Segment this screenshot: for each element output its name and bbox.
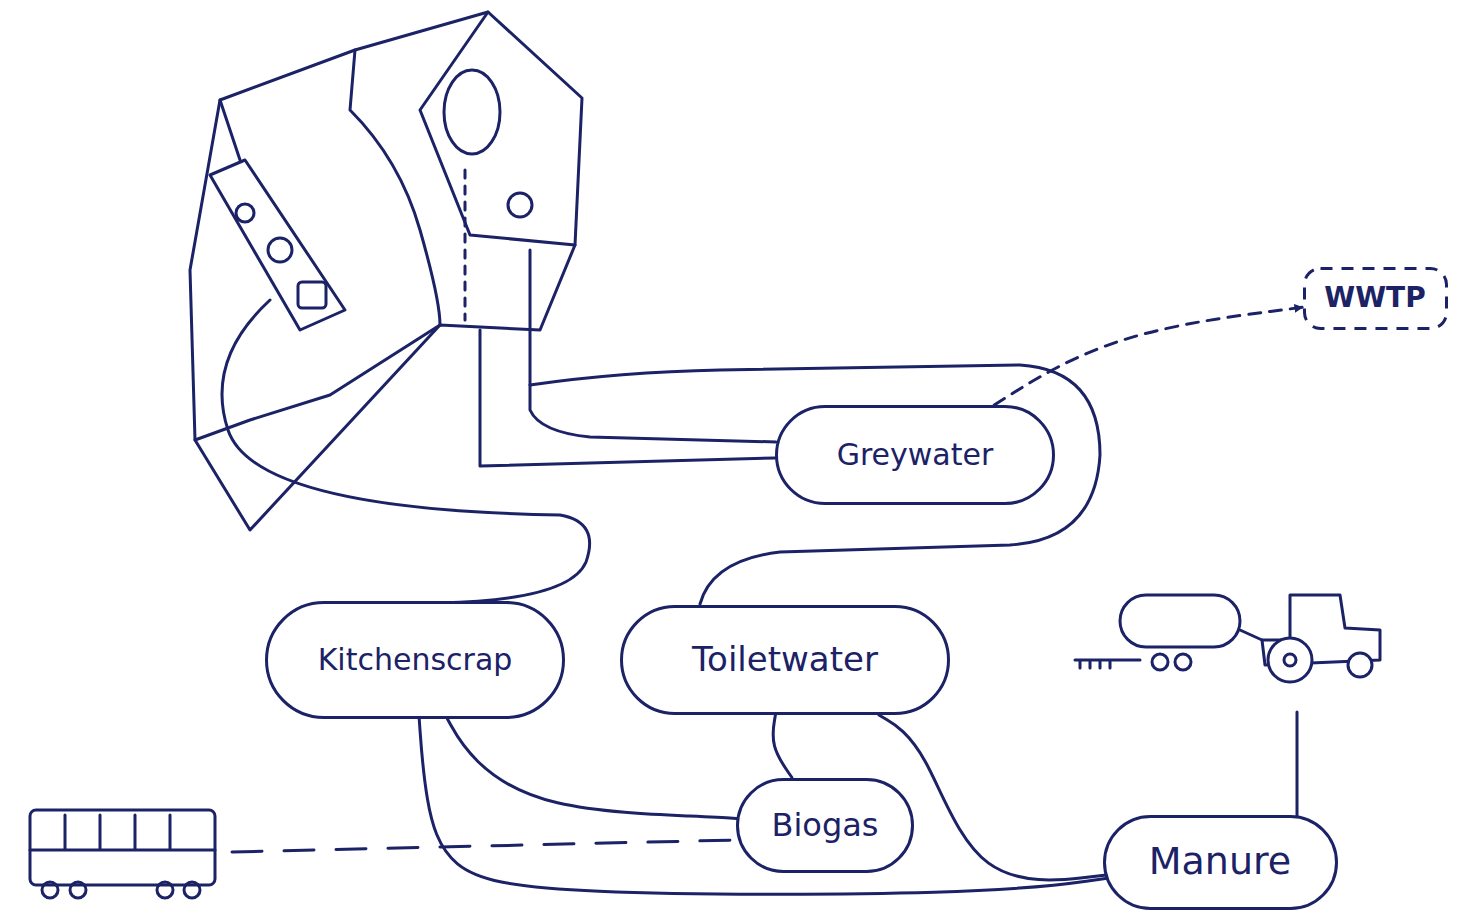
tanker-wheel (1152, 654, 1168, 670)
bus-body (30, 810, 215, 885)
bus-wheel (157, 882, 173, 898)
node-label: Manure (1149, 840, 1291, 884)
tanker (1120, 595, 1240, 647)
house-wall (220, 100, 240, 160)
toilet-tank (444, 70, 500, 154)
process-box: Manure (1103, 815, 1338, 910)
toilet-pipe (530, 365, 1100, 604)
node-label: Toiletwater (692, 640, 878, 679)
connector (447, 719, 736, 819)
kitchen-counter (210, 160, 345, 330)
house-wall (420, 12, 575, 245)
kitchen-sink (298, 282, 326, 308)
grey-pipe (530, 250, 776, 442)
node-label: Greywater (837, 438, 994, 473)
house-outline (190, 12, 582, 530)
stove-burner (268, 238, 292, 262)
node-label: Kitchenscrap (318, 643, 513, 678)
house-wall (350, 50, 440, 325)
connector (994, 307, 1302, 405)
process-box: Greywater (775, 405, 1055, 505)
process-box: Biogas (736, 778, 914, 873)
tractor-wheel (1348, 653, 1372, 677)
connector (773, 715, 792, 778)
house-floor (195, 325, 440, 440)
process-box: Kitchenscrap (265, 601, 565, 719)
node-shape (1304, 268, 1446, 328)
floor-drain (508, 193, 532, 217)
tractor-wheel (1284, 654, 1296, 666)
grey-pipe (480, 330, 775, 466)
tanker-wheel (1175, 654, 1191, 670)
node-shape (777, 407, 1054, 504)
node-shape (267, 603, 564, 718)
connector (419, 719, 1105, 894)
bus-wheel (42, 882, 58, 898)
bus-wheel (184, 882, 200, 898)
manure-line (1296, 712, 1299, 818)
node-shape (1104, 816, 1336, 908)
bus-wheel (70, 882, 86, 898)
kitchen-pipe (222, 300, 590, 603)
node-shape (738, 779, 913, 871)
tractor-wheel (1268, 638, 1312, 682)
soil-pipe (464, 170, 467, 320)
stove-burner (236, 204, 254, 222)
node-label: Biogas (771, 807, 878, 844)
bus-windows (30, 815, 215, 850)
process-box: Toiletwater (620, 605, 950, 715)
connector (879, 715, 1104, 880)
gas-line (232, 840, 736, 852)
process-box: WWTP (1303, 267, 1448, 330)
node-label: WWTP (1324, 282, 1425, 314)
node-shape (622, 607, 949, 714)
